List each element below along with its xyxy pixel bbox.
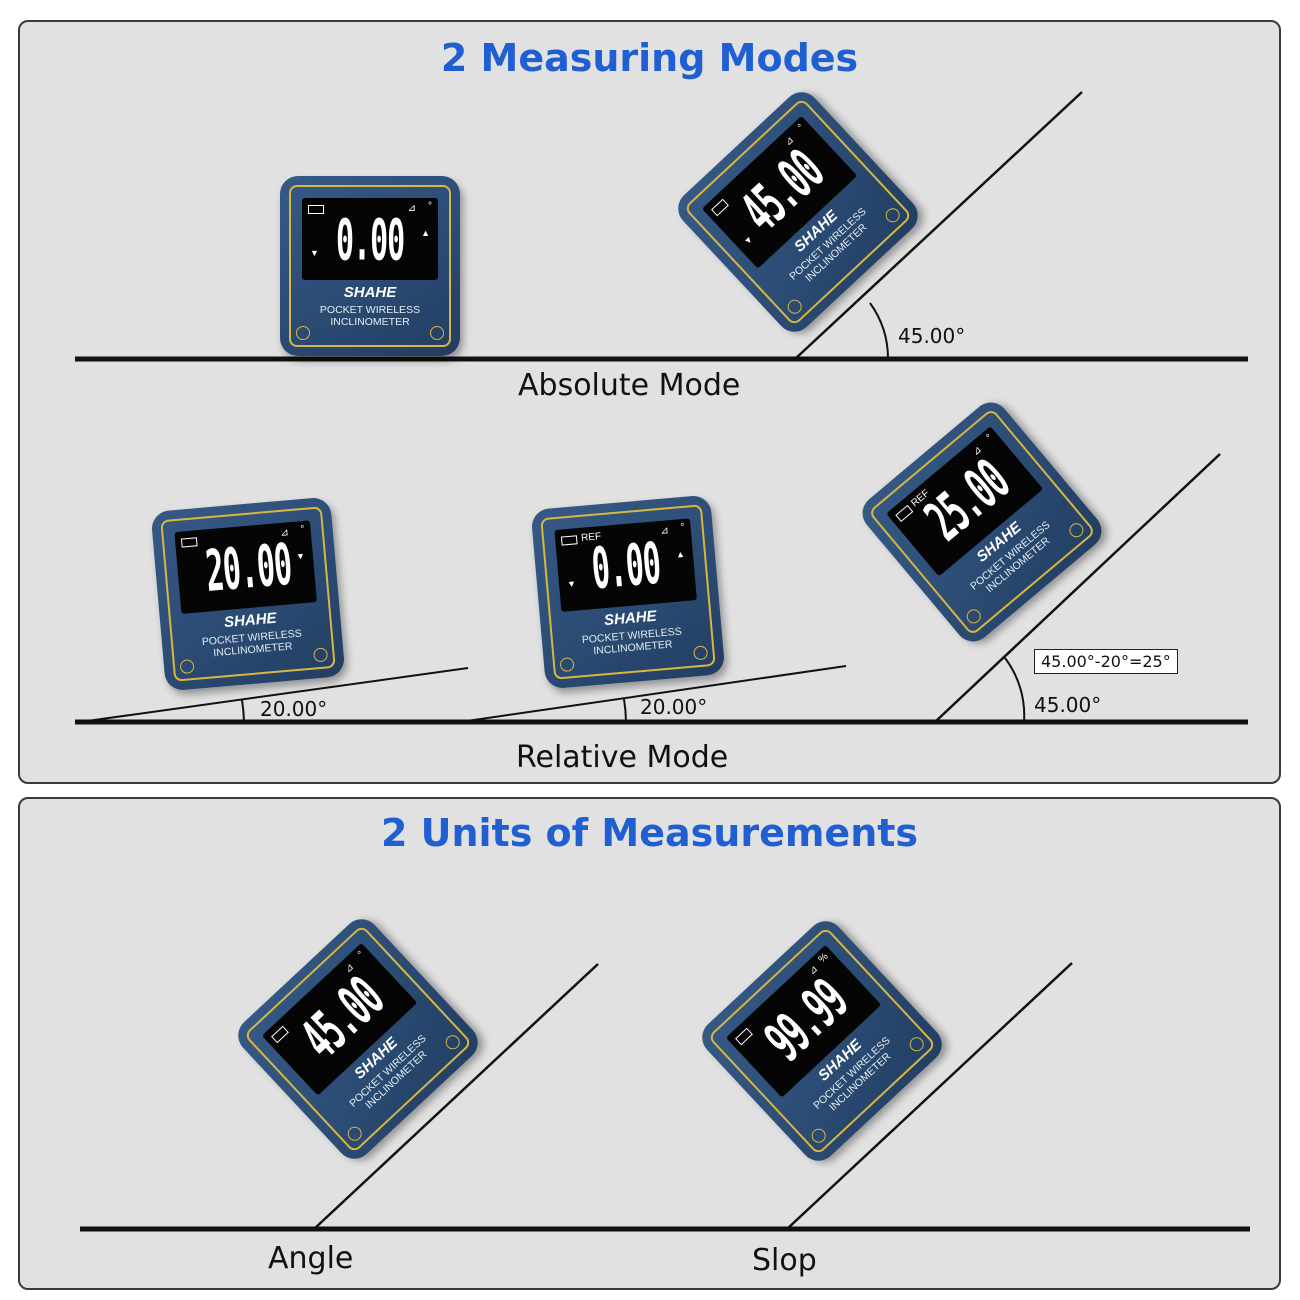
unit-label: ° (984, 432, 995, 444)
battery-icon (560, 535, 578, 546)
unit-label: ° (428, 201, 432, 212)
arrow-up-icon: ▲ (675, 548, 686, 560)
relative-incline-3 (934, 453, 1221, 723)
arrow-down-icon: ▼ (310, 248, 319, 258)
relative-angle-arc-3 (1004, 657, 1026, 723)
absolute-angle-arc (869, 302, 890, 360)
device-brand: SHAHE (343, 284, 397, 301)
slope-incline-line (786, 962, 1073, 1230)
device-reading: 20.00 (203, 532, 294, 607)
unit-label: ° (356, 949, 367, 960)
magnet-icon (430, 326, 444, 340)
arrow-up-icon: ▲ (421, 228, 430, 238)
units-lines (80, 962, 1250, 1232)
device-reading: 0.00 (336, 208, 405, 275)
relative-angle-value-3: 45.00° (1034, 693, 1102, 717)
measuring-modes-panel: 2 Measuring Modes ⊿ ° 0.00 ▼ ▲ SHAHE POC… (18, 20, 1281, 784)
unit-label: ° (796, 122, 807, 133)
battery-icon (180, 537, 198, 548)
absolute-incline-line (794, 91, 1083, 360)
arrow-down-icon: ▼ (566, 578, 577, 590)
angle-unit-label: Angle (268, 1241, 354, 1276)
battery-icon (735, 1027, 753, 1046)
relative-formula-box: 45.00°-20°=25° (1034, 649, 1178, 674)
absolute-angle-value: 45.00° (898, 324, 966, 348)
device-reading: 0.00 (589, 531, 663, 604)
relative-incline-2 (459, 665, 847, 723)
slope-unit-label: Slop (752, 1243, 817, 1278)
battery-icon (711, 198, 729, 217)
relative-mode-label: Relative Mode (516, 740, 729, 775)
angle-incline-line (313, 963, 599, 1230)
angle-icon: ⊿ (407, 203, 416, 214)
relative-angle-value-1: 20.00° (260, 697, 328, 721)
battery-icon (271, 1025, 289, 1044)
relative-incline-1 (79, 667, 469, 723)
absolute-mode-label: Absolute Mode (518, 368, 741, 403)
angle-icon: ⊿ (659, 525, 670, 537)
battery-icon (308, 205, 324, 214)
unit-label: ° (680, 521, 686, 534)
device-screen: ⊿ ° 0.00 ▼ ▲ (302, 198, 438, 280)
relative-angle-value-2: 20.00° (640, 695, 708, 719)
sensor-icon (296, 326, 310, 340)
measuring-modes-title: 2 Measuring Modes (440, 36, 859, 80)
units-title: 2 Units of Measurements (380, 811, 919, 855)
relative-angle-arc-1 (241, 699, 245, 723)
relative-angle-arc-2 (623, 698, 627, 723)
unit-label: ° (300, 523, 306, 536)
unit-label: % (816, 951, 831, 966)
arrow-up-icon: ▼ (295, 550, 306, 562)
battery-icon (895, 504, 914, 523)
device-screen: ⊿ ° 20.00 ▼ (174, 520, 317, 614)
measuring-modes-lines (75, 91, 1248, 725)
arrow-down-icon: ▼ (741, 233, 756, 248)
units-panel: 2 Units of Measurements ⊿ ° 45.00 SHAHE … (18, 797, 1281, 1290)
device-screen: REF ⊿ ° 0.00 ▼ ▲ (554, 518, 697, 612)
